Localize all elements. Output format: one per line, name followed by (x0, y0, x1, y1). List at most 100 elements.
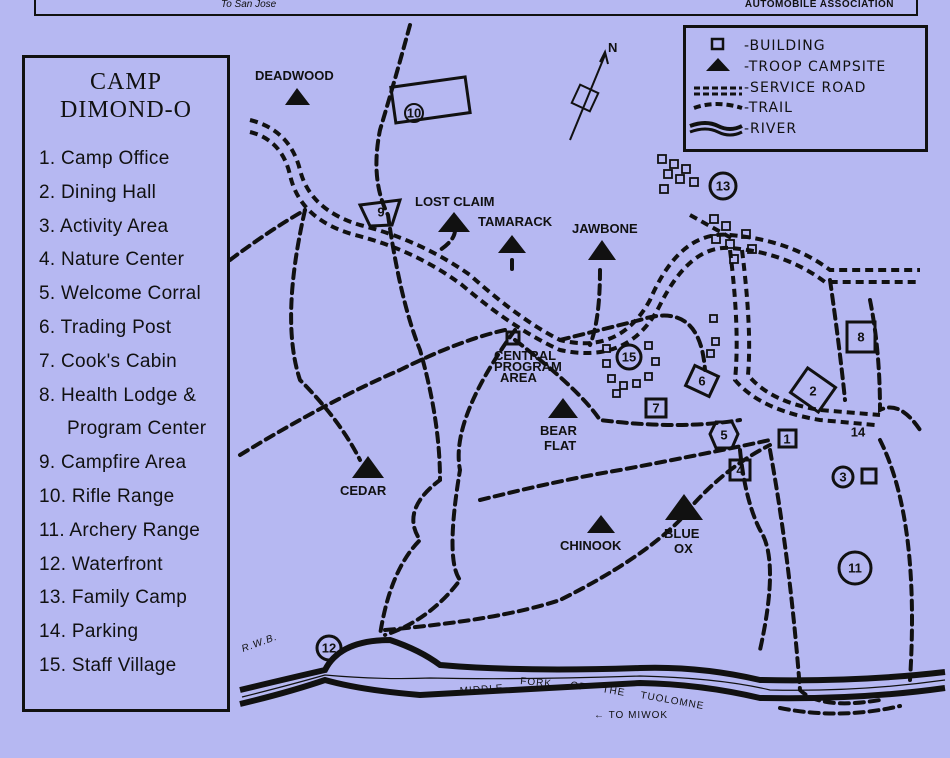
lost-claim-label: LOST CLAIM (415, 194, 494, 209)
list-item: 13. Family Camp (39, 587, 188, 609)
to-san-jose-label: To San Jose (221, 0, 277, 10)
health-lodge-building (845, 320, 877, 354)
key-campsite-label: -TROOP CAMPSITE (744, 59, 887, 75)
campsite-labels: DEADWOOD LOST CLAIM TAMARACK JAWBONE CED… (255, 68, 700, 556)
svg-text:TUOLOMNE: TUOLOMNE (639, 690, 705, 712)
marker-14: 14 (851, 425, 866, 440)
key-trail-label: -TRAIL (744, 100, 793, 116)
svg-text:OX: OX (674, 541, 693, 556)
welcome-corral-shape (708, 420, 740, 450)
list-item: 9. Campfire Area (39, 452, 187, 474)
trails (228, 23, 922, 716)
list-item: 14. Parking (39, 621, 139, 643)
jawbone-label: JAWBONE (572, 221, 638, 236)
marker-11: 11 (848, 561, 862, 576)
tent-icon (706, 58, 730, 71)
key-service-road-label: -SERVICE ROAD (744, 80, 867, 96)
tent-icon (587, 515, 615, 533)
marker-4: 4 (736, 463, 744, 478)
central-program-label: CENTRAL (494, 348, 556, 363)
list-item: 8. Health Lodge & (39, 384, 197, 406)
list-item: 12. Waterfront (39, 553, 163, 575)
marker-12: 12 (322, 641, 336, 656)
svg-text:PROGRAM: PROGRAM (494, 359, 562, 374)
nature-center-building (728, 458, 752, 482)
tent-icon (352, 456, 384, 478)
campfire-area-shape (357, 198, 403, 228)
dining-hall-building (788, 365, 838, 415)
tent-icon (438, 212, 470, 232)
bear-flat-label: BEAR (540, 423, 577, 438)
cedar-label: CEDAR (340, 483, 387, 498)
tent-icon (498, 235, 526, 253)
tent-icon (588, 240, 616, 260)
deadwood-label: DEADWOOD (255, 68, 334, 83)
svg-text:MIDDLE: MIDDLE (459, 683, 503, 697)
north-arrow-icon: N (569, 40, 617, 141)
svg-text:FORK: FORK (520, 676, 553, 690)
trading-post-building (683, 363, 721, 399)
list-item: 1. Camp Office (39, 148, 170, 169)
key-symbols (689, 37, 743, 137)
marker-10: 10 (407, 106, 421, 121)
service-road-icon (694, 86, 742, 96)
river-label: MIDDLE FORK OF THE TUOLOMNE ← TO MIWOK R… (240, 632, 705, 721)
camp-office-building (777, 428, 798, 449)
association-label: AUTOMOBILE ASSOCIATION (744, 0, 894, 10)
list-item: 11. Archery Range (39, 519, 201, 541)
list-item: 4. Nature Center (39, 249, 185, 271)
tamarack-label: TAMARACK (478, 214, 553, 229)
svg-text:N: N (608, 40, 617, 55)
list-item: 3. Activity Area (39, 215, 169, 237)
key-building-label: -BUILDING (744, 38, 826, 54)
list-item: 15. Staff Village (39, 654, 177, 676)
list-item: 2. Dining Hall (39, 181, 157, 203)
list-item: 6. Trading Post (39, 316, 172, 338)
artist-signature: R.W.B. (240, 632, 279, 655)
list-item: 7. Cook's Cabin (39, 350, 178, 372)
blue-ox-label: BLUE (664, 526, 700, 541)
svg-text:FLAT: FLAT (544, 438, 576, 453)
tent-icon (665, 494, 703, 520)
staff-village-cabins (602, 314, 720, 398)
marker-5: 5 (720, 428, 727, 443)
marker-15: 15 (622, 350, 636, 365)
waterfront-marker (315, 634, 343, 662)
key-river-label: -RIVER (744, 121, 798, 137)
list-item: 10. Rifle Range (39, 485, 175, 507)
svg-text:OF: OF (570, 680, 587, 693)
building-icon (710, 37, 725, 51)
family-camp-cabins (657, 154, 757, 264)
river (239, 636, 946, 707)
svg-text:THE: THE (601, 684, 626, 699)
tent-icon (548, 398, 578, 418)
facilities (315, 75, 878, 662)
marker-8: 8 (857, 330, 864, 345)
cooks-cabin-building (644, 397, 668, 419)
marker-3: 3 (839, 470, 846, 485)
marker-6: 6 (698, 374, 705, 389)
marker-13: 13 (716, 179, 730, 194)
to-miwok-label: ← TO MIWOK (594, 710, 668, 721)
river-icon (689, 121, 743, 131)
service-roads (249, 118, 920, 427)
list-item: 5. Welcome Corral (39, 283, 202, 305)
tent-icon (285, 88, 310, 105)
marker-1: 1 (783, 432, 790, 447)
facility-list: 1. Camp Office 2. Dining Hall 3. Activit… (39, 142, 227, 683)
list-item: Program Center (67, 418, 207, 440)
rifle-range-building (389, 75, 472, 125)
map-key: -BUILDING -TROOP CAMPSITE -SERVICE ROAD … (683, 25, 928, 152)
top-banner: To San Jose AUTOMOBILE ASSOCIATION (34, 0, 918, 16)
marker-2: 2 (809, 384, 816, 399)
svg-text:AREA: AREA (500, 370, 537, 385)
chinook-label: CHINOOK (560, 538, 622, 553)
marker-9: 9 (377, 205, 384, 220)
facility-numbers: 10 9 15 7 6 5 1 2 8 14 3 4 11 13 12 (322, 106, 866, 656)
trail-icon (693, 102, 743, 110)
campsites (285, 88, 703, 533)
marker-7: 7 (652, 401, 659, 416)
